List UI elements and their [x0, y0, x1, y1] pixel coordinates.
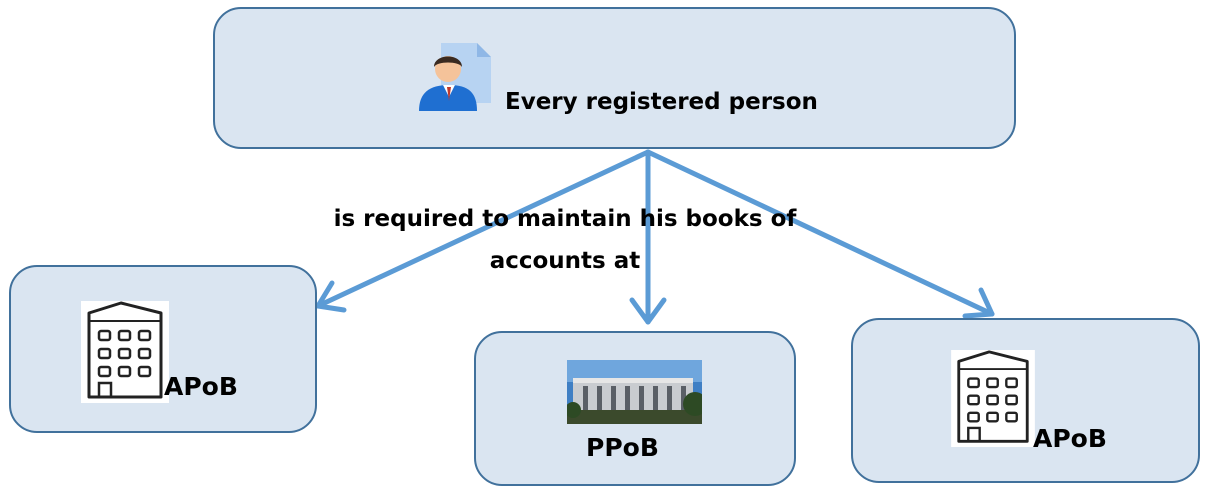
apob-box-left: APoB — [9, 265, 317, 433]
apob-label-left: APoB — [164, 372, 238, 401]
arrowhead-left — [315, 280, 347, 313]
office-building-icon — [81, 301, 169, 403]
arrow-to-right-apob — [645, 149, 995, 317]
connector-caption-line-1: is required to maintain his books of — [333, 206, 797, 232]
office-building-icon — [951, 350, 1035, 447]
connector-caption: is required to maintain his books of acc… — [330, 198, 800, 282]
registered-person-label: Every registered person — [505, 89, 818, 115]
apob-label-right: APoB — [1033, 424, 1107, 453]
ppob-label: PPoB — [586, 433, 659, 462]
arrowhead-right — [962, 287, 995, 319]
arrow-to-left-apob — [315, 149, 651, 309]
arrowhead-center — [629, 297, 667, 325]
registered-person-box: Every registered person — [213, 7, 1016, 149]
apob-box-right: APoB — [851, 318, 1200, 483]
connector-caption-line-2: accounts at — [489, 248, 641, 274]
building-photo-icon — [567, 360, 702, 424]
person-document-icon — [419, 43, 491, 111]
ppob-box: PPoB — [474, 331, 796, 486]
